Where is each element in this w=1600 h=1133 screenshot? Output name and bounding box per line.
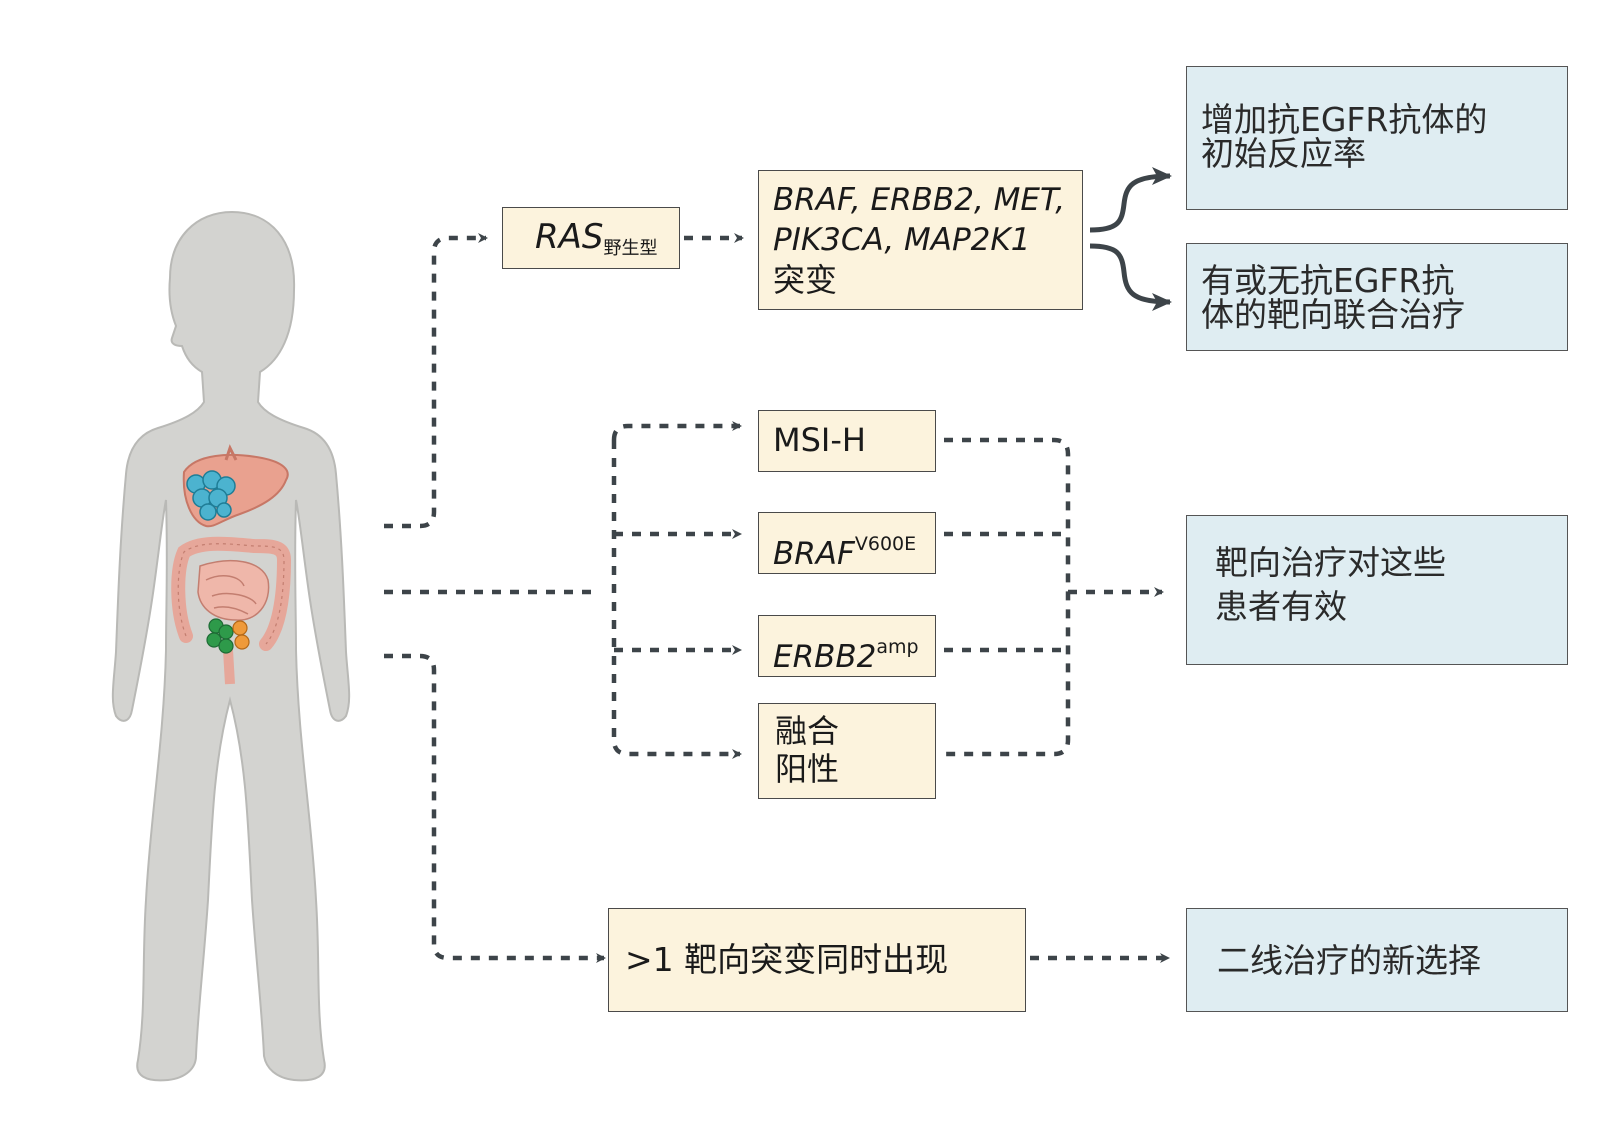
multiple-mutations-box: >1 靶向突变同时出现: [608, 908, 1026, 1012]
combo-therapy-line1: 有或无抗EGFR抗: [1201, 261, 1455, 300]
co-mutation-line1: BRAF, ERBB2, MET,: [773, 182, 1066, 218]
liver-icon: [182, 444, 289, 528]
msi-h-box: MSI-H: [758, 410, 936, 472]
egfr-response-outcome: 增加抗EGFR抗体的 初始反应率: [1186, 66, 1568, 210]
braf-label: BRAF: [773, 536, 855, 572]
effective-line2: 患者有效: [1215, 587, 1347, 626]
effective-line1: 靶向治疗对这些: [1215, 543, 1446, 582]
erbb2-sup-label: amp: [876, 636, 919, 658]
second-line-label: 二线治疗的新选择: [1217, 941, 1481, 980]
erbb2-label: ERBB2: [773, 639, 877, 675]
fusion-positive-box: 融合 阳性: [758, 703, 936, 799]
egfr-response-line1: 增加抗EGFR抗体的: [1201, 100, 1488, 139]
combo-therapy-outcome: 有或无抗EGFR抗 体的靶向联合治疗: [1186, 243, 1568, 351]
msi-h-label: MSI-H: [773, 421, 866, 459]
ras-sub-label: 野生型: [603, 238, 658, 259]
ras-label: RAS: [535, 217, 604, 257]
erbb2-amp-box: ERBB2amp: [758, 615, 936, 677]
targeted-effective-outcome: 靶向治疗对这些 患者有效: [1186, 515, 1568, 665]
co-mutation-line3: 突变: [773, 261, 838, 299]
fusion-line1: 融合: [775, 712, 840, 750]
ras-wildtype-box: RAS野生型: [502, 207, 680, 269]
fusion-line2: 阳性: [775, 750, 840, 788]
second-line-outcome: 二线治疗的新选择: [1186, 908, 1568, 1012]
multiple-mutations-label: >1 靶向突变同时出现: [625, 940, 949, 979]
braf-sup-label: V600E: [854, 533, 917, 555]
co-mutation-line2: PIK3CA, MAP2K1: [773, 222, 1031, 258]
intestine-icon: [171, 536, 292, 685]
co-mutation-box: BRAF, ERBB2, MET, PIK3CA, MAP2K1 突变: [758, 170, 1083, 310]
egfr-response-line2: 初始反应率: [1201, 134, 1366, 173]
braf-v600e-box: BRAFV600E: [758, 512, 936, 574]
combo-therapy-line2: 体的靶向联合治疗: [1201, 295, 1465, 334]
